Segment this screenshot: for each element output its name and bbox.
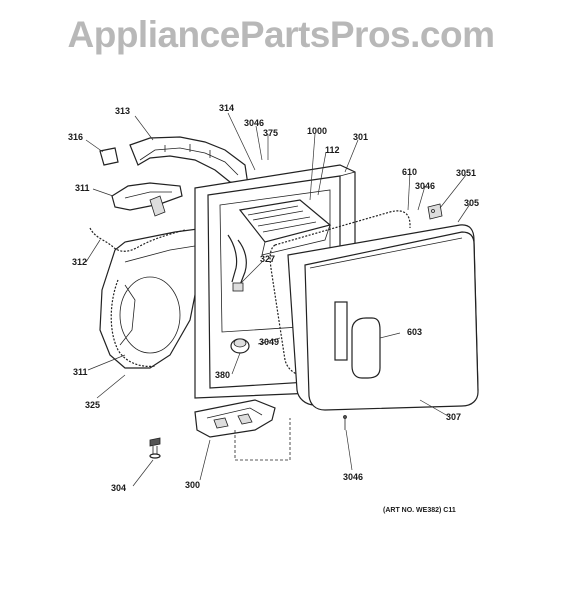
callout-380: 380 <box>215 370 230 380</box>
lint-filter-1000 <box>238 199 332 256</box>
callout-610: 610 <box>402 167 417 177</box>
door-latch <box>334 301 348 361</box>
callout-300: 300 <box>185 480 200 490</box>
callout-305: 305 <box>464 198 479 208</box>
callout-301: 301 <box>353 132 368 142</box>
screw-3046-bottom <box>343 415 347 430</box>
callout-311-upper: 311 <box>75 183 90 193</box>
callout-325: 325 <box>85 400 100 410</box>
knob-380 <box>230 338 250 354</box>
callout-3046-right: 3046 <box>415 181 435 191</box>
callout-labels: 313 314 316 3046 375 1000 301 112 311 61… <box>68 103 479 493</box>
callout-313: 313 <box>115 106 130 116</box>
callout-311-lower: 311 <box>73 367 88 377</box>
watermark-logo: AppliancePartsPros.com <box>67 14 495 55</box>
callout-3051: 3051 <box>456 168 476 178</box>
guide-lines <box>234 418 291 461</box>
callout-leaders <box>85 112 471 487</box>
callout-304: 304 <box>111 483 126 493</box>
callout-3046-bottom: 3046 <box>343 472 363 482</box>
door-switch-327 <box>227 234 247 292</box>
callout-603: 603 <box>407 327 422 337</box>
seal-312 <box>89 227 186 252</box>
felt-seal-325 <box>110 279 156 367</box>
callout-3046-top: 3046 <box>244 118 264 128</box>
felt-strip-316 <box>99 147 119 166</box>
door-handle-603 <box>351 317 381 379</box>
callout-3049: 3049 <box>259 337 279 347</box>
callout-375: 375 <box>263 128 278 138</box>
callout-327: 327 <box>260 254 275 264</box>
door-outer-307 <box>304 231 479 411</box>
bracket-311-upper <box>111 182 183 217</box>
art-number: (ART NO. WE382) C11 <box>383 507 456 514</box>
callout-112: 112 <box>325 145 340 155</box>
bulkhead-313 <box>129 136 249 186</box>
callout-314: 314 <box>219 103 234 113</box>
callout-316: 316 <box>68 132 83 142</box>
toe-panel-300 <box>194 399 276 438</box>
callout-307: 307 <box>446 412 461 422</box>
callout-312: 312 <box>72 257 87 267</box>
hinge-3051 <box>427 203 443 220</box>
screw-304 <box>149 437 161 459</box>
front-bulkhead-assembly <box>99 227 206 369</box>
callout-1000: 1000 <box>307 126 327 136</box>
